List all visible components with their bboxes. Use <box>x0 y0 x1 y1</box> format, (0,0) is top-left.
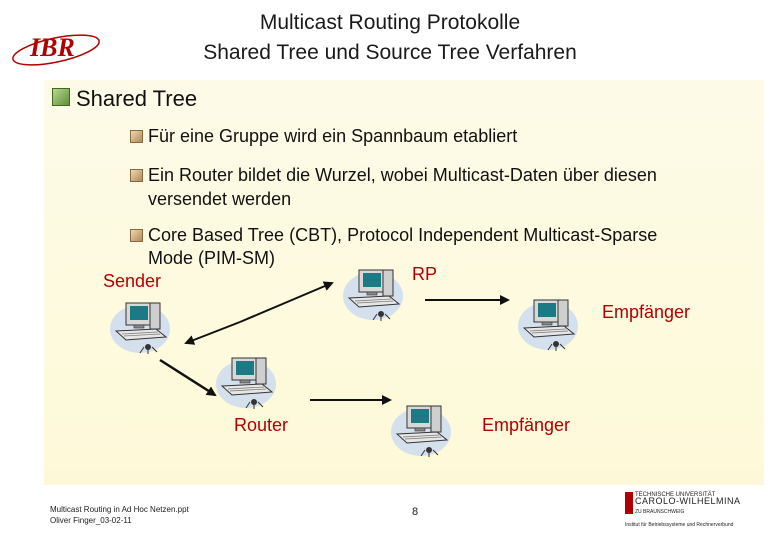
logo-text: IBR <box>29 33 75 62</box>
bullet-2-line-2: versendet werden <box>148 189 292 209</box>
router-computer-icon <box>215 357 277 410</box>
sender-computer-icon <box>109 302 171 355</box>
footer-author: Oliver Finger_03-02-11 <box>50 516 132 525</box>
bullet-3-line-2: Mode (PIM-SM) <box>148 248 276 268</box>
empfaenger-2-label: Empfänger <box>482 415 571 435</box>
ibr-logo: IBR <box>12 33 100 66</box>
rp-label: RP <box>412 264 438 284</box>
uni-line-4: Institut für Betriebssysteme und Rechner… <box>625 522 734 528</box>
bullet-3-line-1: Core Based Tree (CBT), Protocol Independ… <box>148 225 658 245</box>
bullet-2-line-1: Ein Router bildet die Wurzel, wobei Mult… <box>148 165 657 185</box>
university-crest-icon <box>625 492 633 514</box>
title-line-1: Multicast Routing Protokolle <box>259 11 521 34</box>
page-number: 8 <box>412 506 419 518</box>
arrow-sender-router <box>159 358 217 397</box>
uni-line-2: CAROLO-WILHELMINA <box>635 496 741 506</box>
title-line-2: Shared Tree und Source Tree Verfahren <box>203 41 577 64</box>
bullet-icon <box>130 169 143 182</box>
university-logo: TECHNISCHE UNIVERSITÄT CAROLO-WILHELMINA… <box>625 490 775 536</box>
rp-computer-icon <box>342 269 404 322</box>
bullet-1: Für eine Gruppe wird ein Spannbaum etabl… <box>148 126 518 146</box>
bullet-icon <box>130 130 143 143</box>
router-label: Router <box>234 415 289 435</box>
footer-filename: Multicast Routing in Ad Hoc Netzen.ppt <box>50 505 189 514</box>
main-bullet-icon <box>52 88 70 106</box>
empfaenger-1-label: Empfänger <box>602 302 691 322</box>
uni-line-3: ZU BRAUNSCHWEIG <box>635 509 685 515</box>
arrow-sender-rp <box>239 281 334 323</box>
bullet-icon <box>130 229 143 242</box>
section-heading: Shared Tree <box>76 86 198 111</box>
arrow-rp-sender <box>184 321 241 345</box>
sender-label: Sender <box>103 271 162 291</box>
empfaenger-2-computer-icon <box>390 405 452 458</box>
empfaenger-1-computer-icon <box>517 299 579 352</box>
uni-line-1: TECHNISCHE UNIVERSITÄT <box>635 492 716 498</box>
